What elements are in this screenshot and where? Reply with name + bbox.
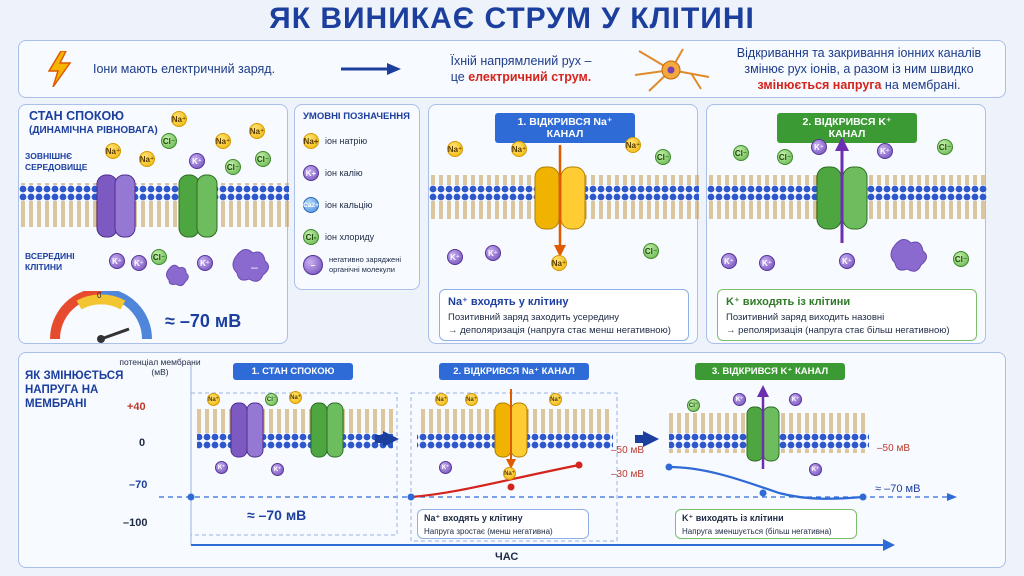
k-membrane-diagram xyxy=(707,137,987,272)
k-info-line1: Позитивний заряд виходить назовні xyxy=(726,312,885,323)
timeline-side-title: ЯК ЗМІНЮЄТЬСЯ НАПРУГА НА МЕМБРАНІ xyxy=(25,370,124,410)
legend-symbol-na: Na+ xyxy=(303,133,319,149)
voltmeter-gauge-icon xyxy=(50,291,152,343)
legend-symbol-k: K+ xyxy=(303,165,319,181)
timeline-graph xyxy=(159,365,957,551)
na-info-line2: → деполяризація (напруга стає менш негат… xyxy=(448,325,671,336)
k-info-box: K⁺ виходять із клітини Позитивний заряд … xyxy=(717,289,977,341)
stage2-info-line: Напруга зростає (менш негативна) xyxy=(424,527,553,536)
legend-item-na: Na+ іон натрію xyxy=(303,133,367,149)
tick-plus40: +40 xyxy=(127,401,146,413)
intro-banner: Іони мають електричний заряд. Їхній напр… xyxy=(18,40,1006,98)
k-channel-panel: 2. ВІДКРИВСЯ K⁺ КАНАЛ Cl⁻ Cl⁻ K⁺ K⁺ Cl⁻ … xyxy=(706,104,987,344)
legend-label-k: іон калію xyxy=(325,168,363,178)
rest-membrane-diagram: – xyxy=(19,174,289,287)
legend-symbol-ca: Ca2+ xyxy=(303,197,319,213)
na-info-box: Na⁺ входять у клітину Позитивний заряд з… xyxy=(439,289,689,341)
intro-part2-highlight: електричний струм. xyxy=(468,70,592,84)
stage2-header: 2. ВІДКРИВСЯ Na⁺ КАНАЛ xyxy=(439,363,589,380)
svg-text:–: – xyxy=(251,260,258,274)
legend-label-cl: іон хлориду xyxy=(325,232,375,242)
stage3-info-box: K⁺ виходять із клітини Напруга зменшуєть… xyxy=(675,509,857,539)
legend-label-na: іон натрію xyxy=(325,136,368,146)
na-panel-header: 1. ВІДКРИВСЯ Na⁺ КАНАЛ xyxy=(495,113,635,143)
stage2-voltage-2: –30 мВ xyxy=(611,469,645,480)
page-title: ЯК ВИНИКАЄ СТРУМ У КЛІТИНІ xyxy=(269,2,755,35)
intro-part2-prefix: це xyxy=(450,70,469,84)
k-info-title: K⁺ виходять із клітини xyxy=(726,296,851,308)
intro-part2-line1: Їхній напрямлений рух – xyxy=(450,54,592,68)
intro-part3-suffix: на мембрані. xyxy=(881,78,961,92)
intro-part1: Іони мають електричний заряд. xyxy=(93,62,276,76)
rest-state-panel: СТАН СПОКОЮ (ДИНАМІЧНА РІВНОВАГА) ЗОВНІШ… xyxy=(18,104,289,344)
outside-label: ЗОВНІШНЄ СЕРЕДОВИЩЕ xyxy=(25,151,88,172)
legend-title: УМОВНІ ПОЗНАЧЕННЯ xyxy=(303,111,410,122)
stage3-voltage-2: ≈ –70 мВ xyxy=(875,483,921,495)
axis-title: потенціал мембрани (мВ) xyxy=(119,357,201,377)
legend-item-cl: Cl-іон хлориду xyxy=(303,229,374,245)
intro-part3-line1: Відкривання та закривання іонних каналів xyxy=(736,46,982,60)
neuron-icon xyxy=(634,48,710,92)
tick-zero: 0 xyxy=(139,437,146,449)
arrow-right-icon xyxy=(341,63,401,75)
stage3-header: 3. ВІДКРИВСЯ K⁺ КАНАЛ xyxy=(695,363,845,380)
intro-part3-highlight: змінюється напруга xyxy=(757,78,882,92)
intro-part3-line2: змінює рух іонів, а разом із ним швидко xyxy=(744,62,974,76)
stage3-info-title: K⁺ виходять із клітини xyxy=(682,513,784,523)
legend-symbol-organic: – xyxy=(303,255,323,275)
stage2-voltage-1: –50 мВ xyxy=(611,445,645,456)
legend-symbol-cl: Cl- xyxy=(303,229,319,245)
k-info-line2: → реполяризація (напруга стає більш нега… xyxy=(726,325,950,336)
time-axis-label: ЧАС xyxy=(495,551,519,563)
na-channel-panel: 1. ВІДКРИВСЯ Na⁺ КАНАЛ Na⁺ Na⁺ Na⁺ Cl⁻ N… xyxy=(428,104,699,344)
lightning-icon xyxy=(47,51,72,87)
stage1-voltage: ≈ –70 мВ xyxy=(247,507,307,523)
legend-label-ca: іон кальцію xyxy=(325,200,373,210)
legend-label-organic: негативно заряджені органічні молекули xyxy=(329,255,402,274)
rest-title: СТАН СПОКОЮ xyxy=(29,109,125,123)
tick-minus100: –100 xyxy=(123,517,148,529)
k-panel-header: 2. ВІДКРИВСЯ K⁺ КАНАЛ xyxy=(777,113,917,143)
na-info-line1: Позитивний заряд заходить усередину xyxy=(448,312,620,323)
stage3-info-line: Напруга зменшується (більш негативна) xyxy=(682,527,832,536)
rest-voltage: ≈ –70 мВ xyxy=(165,311,242,331)
rest-subtitle: (ДИНАМІЧНА РІВНОВАГА) xyxy=(29,125,158,136)
inside-label: ВСЕРЕДИНІ КЛІТИНИ xyxy=(25,251,75,272)
na-membrane-diagram xyxy=(429,145,699,257)
legend-item-k: K+ іон калію xyxy=(303,165,363,181)
legend-item-organic: –негативно заряджені органічні молекули xyxy=(303,255,415,275)
na-info-title: Na⁺ входять у клітину xyxy=(448,296,569,308)
legend-item-ca: Ca2+ іон кальцію xyxy=(303,197,372,213)
stage1-header: 1. СТАН СПОКОЮ xyxy=(233,363,353,380)
stage2-info-box: Na⁺ входять у клітину Напруга зростає (м… xyxy=(417,509,589,539)
voltage-timeline-panel: ЯК ЗМІНЮЄТЬСЯ НАПРУГА НА МЕМБРАНІ потенц… xyxy=(18,352,1006,568)
legend-panel: УМОВНІ ПОЗНАЧЕННЯ Na+ іон натрію K+ іон ка… xyxy=(294,104,420,290)
tick-minus70: –70 xyxy=(129,479,148,491)
stage3-voltage-1: –50 мВ xyxy=(877,443,911,454)
gauge-zero-label: 0 xyxy=(97,291,102,300)
stage2-info-title: Na⁺ входять у клітину xyxy=(424,513,523,523)
